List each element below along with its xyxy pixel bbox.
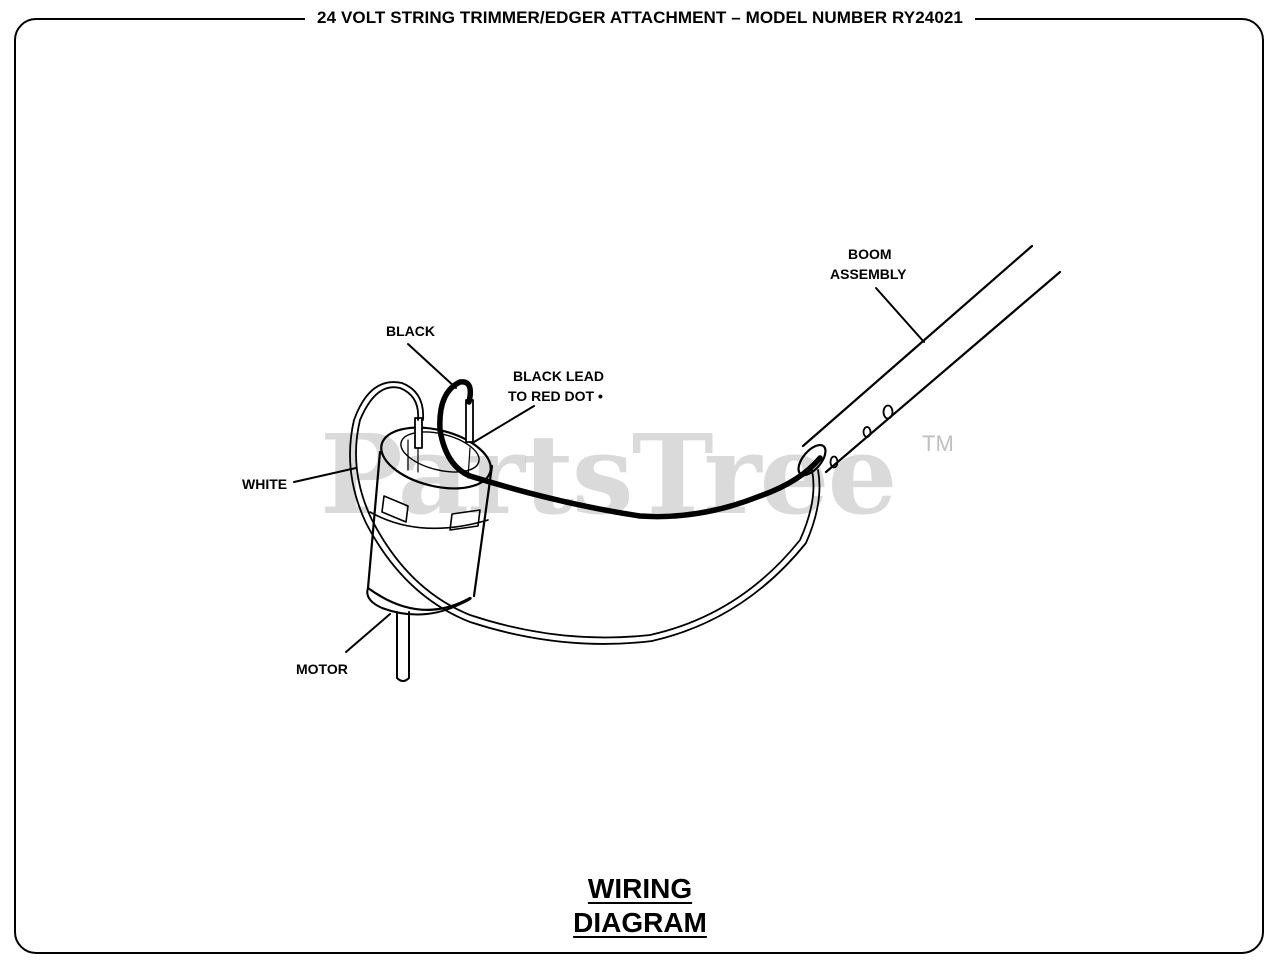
watermark-trademark: TM: [922, 431, 954, 456]
label-motor: MOTOR: [296, 661, 348, 677]
diagram-caption: WIRING DIAGRAM: [573, 873, 707, 938]
label-black-lead-line2: TO RED DOT •: [508, 388, 603, 404]
motor-shaft: [396, 611, 410, 682]
label-black: BLACK: [386, 323, 435, 339]
motor: [366, 426, 494, 616]
label-black-lead-line1: BLACK LEAD: [513, 368, 604, 384]
label-white: WHITE: [242, 476, 288, 492]
black-wire: [437, 379, 823, 520]
label-boom-line1: BOOM: [848, 246, 892, 262]
leader-lines: [293, 287, 925, 653]
diagram-title: 24 VOLT STRING TRIMMER/EDGER ATTACHMENT …: [0, 7, 1280, 29]
label-boom-line2: ASSEMBLY: [830, 266, 907, 282]
white-wire: [349, 381, 821, 645]
